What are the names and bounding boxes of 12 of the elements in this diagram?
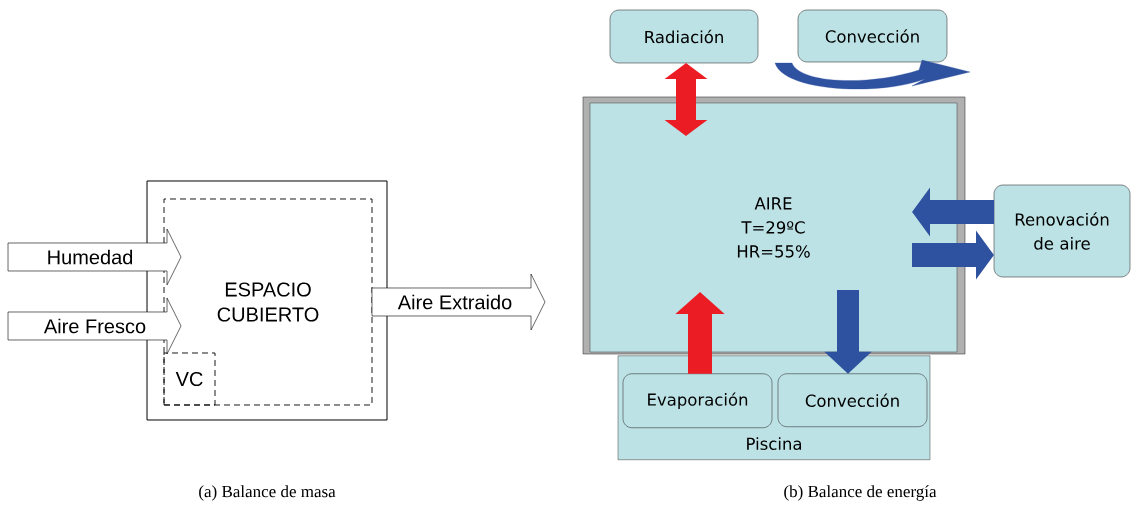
- caption: (a) Balance de masa: [199, 485, 336, 501]
- air-box: AIRE T=29ºC HR=55%: [589, 102, 958, 353]
- dashed-box: VC: [163, 352, 216, 406]
- process-box: Convección: [777, 373, 928, 428]
- process-box: Radiación: [609, 9, 759, 64]
- curved-arrow: [774, 59, 971, 90]
- process-box: Evaporación: [622, 373, 773, 429]
- caption: (b) Balance de energía: [784, 485, 937, 501]
- outer-box: [146, 180, 388, 421]
- block-arrow: [664, 63, 708, 136]
- process-box: Convección: [797, 9, 948, 63]
- process-box: Renovación de aire: [993, 184, 1131, 278]
